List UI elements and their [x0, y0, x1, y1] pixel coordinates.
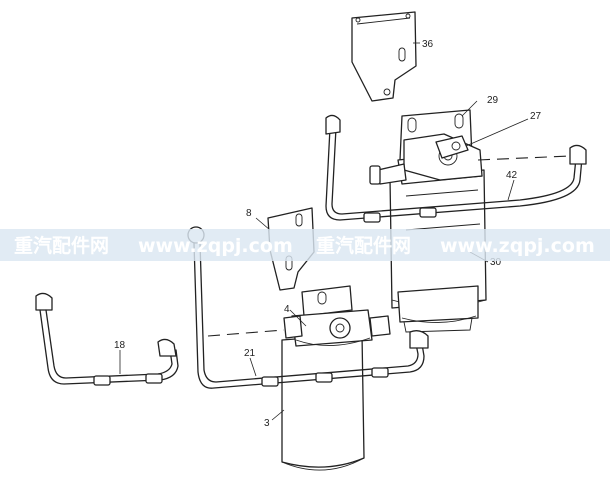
watermark-text-4: www.zqpj.com [440, 235, 595, 257]
watermark-band: 重汽配件网 www.zqpj.com 重汽配件网 www.zqpj.com [0, 229, 610, 261]
label-8: 8 [246, 208, 252, 219]
label-42: 42 [506, 170, 518, 181]
label-4: 4 [284, 304, 290, 315]
fuel-pipe-42: 42 [325, 114, 587, 223]
watermark-text-3: 重汽配件网 [316, 234, 411, 257]
label-18: 18 [114, 340, 126, 351]
label-27: 27 [530, 111, 542, 122]
watermark-text-1: 重汽配件网 [14, 234, 109, 257]
label-30: 30 [490, 257, 502, 268]
label-36: 36 [422, 39, 434, 50]
watermark-text-2: www.zqpj.com [138, 235, 293, 257]
fuel-pipe-18: 18 [35, 292, 179, 386]
label-3: 3 [264, 418, 270, 429]
label-29: 29 [487, 95, 499, 106]
mounting-bracket-36: 36 [351, 11, 434, 102]
upper-filter-assembly: 29 27 30 [369, 95, 542, 333]
label-21: 21 [244, 348, 256, 359]
lower-filter-assembly: 4 3 [264, 285, 391, 471]
